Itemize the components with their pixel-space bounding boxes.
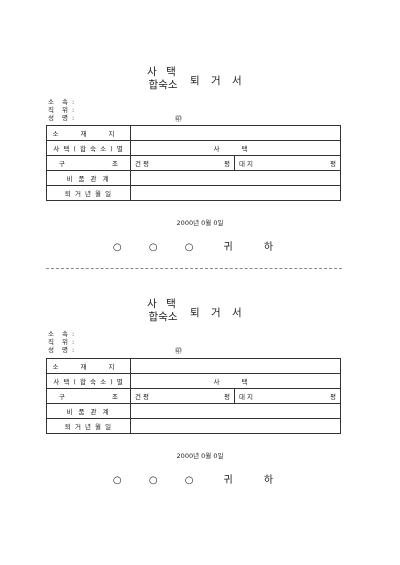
info-label: 성 명 [48, 114, 72, 122]
value-location[interactable] [130, 358, 341, 374]
form-date: 2000년 0월 0일 [176, 219, 224, 227]
info-row-name: 성 명: [48, 114, 74, 122]
info-colon: : [72, 106, 75, 114]
label-structure-a: 구 [59, 393, 65, 401]
info-colon: : [72, 338, 75, 346]
eviction-form-2: 사 택 합숙소 퇴 거 서 소 속: 직 위: 성 명: ㊞ 소 재 지 사 택… [0, 233, 400, 486]
label-location: 소 재 지 [46, 125, 131, 141]
unit-pyeong: 평 [330, 160, 336, 168]
table-row: 퇴 거 년 월 일 [46, 418, 341, 434]
info-label: 소 속 [48, 330, 72, 338]
label-move-out-date: 퇴 거 년 월 일 [46, 185, 131, 201]
unit-pyeong: 평 [330, 393, 336, 401]
eviction-form-1: 사 택 합숙소 퇴 거 서 소 속: 직 위: 성 명: ㊞ 소 재 지 사 택… [0, 0, 400, 253]
title-line-dormitory: 합숙소 [148, 311, 178, 323]
form-title-left: 사 택 합숙소 [143, 298, 183, 324]
info-row-position: 직 위: [48, 338, 74, 346]
recipient: ○ ○ ○ 귀 하 [0, 471, 400, 486]
value-housing-type: 사 택 [130, 373, 341, 389]
value-equipment[interactable] [130, 403, 341, 419]
label-structure-b: 조 [112, 393, 118, 401]
label-land-area: 대 지 [239, 160, 254, 168]
info-row-name: 성 명: [48, 346, 74, 354]
unit-pyeong: 평 [224, 160, 230, 168]
label-building-area: 건 평 [135, 160, 150, 168]
table-row: 퇴 거 년 월 일 [46, 185, 341, 201]
label-location: 소 재 지 [46, 358, 131, 374]
info-label: 직 위 [48, 338, 72, 346]
table-row: 사 택 ( 합 숙 소 ) 별 사 택 [46, 140, 341, 156]
unit-pyeong: 평 [224, 393, 230, 401]
value-housing-type: 사 택 [130, 140, 341, 156]
label-move-out-date: 퇴 거 년 월 일 [46, 418, 131, 434]
seal-mark: ㊞ [175, 115, 182, 123]
info-row-position: 직 위: [48, 106, 74, 114]
form-date: 2000년 0월 0일 [176, 452, 224, 460]
info-label: 소 속 [48, 98, 72, 106]
info-row-department: 소 속: [48, 330, 74, 338]
form-title-left: 사 택 합숙소 [143, 66, 183, 92]
recipient-honorific: 귀 하 [223, 475, 288, 486]
table-row: 소 재 지 [46, 358, 341, 374]
recipient: ○ ○ ○ 귀 하 [0, 238, 400, 253]
info-colon: : [72, 330, 75, 338]
label-structure-b: 조 [112, 160, 118, 168]
value-move-out-date[interactable] [130, 185, 341, 201]
recipient-honorific: 귀 하 [223, 242, 288, 253]
info-label: 직 위 [48, 106, 72, 114]
label-equipment: 비 품 관 계 [46, 170, 131, 186]
label-housing-type: 사 택 ( 합 숙 소 ) 별 [46, 140, 131, 156]
label-housing-type: 사 택 ( 합 숙 소 ) 별 [46, 373, 131, 389]
title-line-housing: 사 택 [147, 66, 179, 78]
title-line-dormitory: 합숙소 [148, 79, 178, 91]
recipient-name-placeholder: ○ ○ ○ [112, 475, 206, 486]
label-land-area: 대 지 [239, 393, 254, 401]
label-structure-a: 구 [59, 160, 65, 168]
label-equipment: 비 품 관 계 [46, 403, 131, 419]
recipient-name-placeholder: ○ ○ ○ [112, 242, 206, 253]
seal-mark: ㊞ [175, 347, 182, 355]
info-colon: : [72, 346, 75, 354]
table-row: 비 품 관 계 [46, 403, 341, 419]
table-row: 비 품 관 계 [46, 170, 341, 186]
label-building-area: 건 평 [135, 393, 150, 401]
title-line-housing: 사 택 [147, 298, 179, 310]
info-row-department: 소 속: [48, 98, 74, 106]
info-label: 성 명 [48, 346, 72, 354]
info-colon: : [72, 114, 75, 122]
cut-line-divider [46, 268, 342, 269]
value-equipment[interactable] [130, 170, 341, 186]
table-row: 소 재 지 [46, 125, 341, 141]
form-title-right: 퇴 거 서 [190, 307, 246, 319]
applicant-info: 소 속: 직 위: 성 명: [48, 98, 74, 122]
info-colon: : [72, 98, 75, 106]
table-row: 사 택 ( 합 숙 소 ) 별 사 택 [46, 373, 341, 389]
value-location[interactable] [130, 125, 341, 141]
value-move-out-date[interactable] [130, 418, 341, 434]
form-title-right: 퇴 거 서 [190, 75, 246, 87]
applicant-info: 소 속: 직 위: 성 명: [48, 330, 74, 354]
